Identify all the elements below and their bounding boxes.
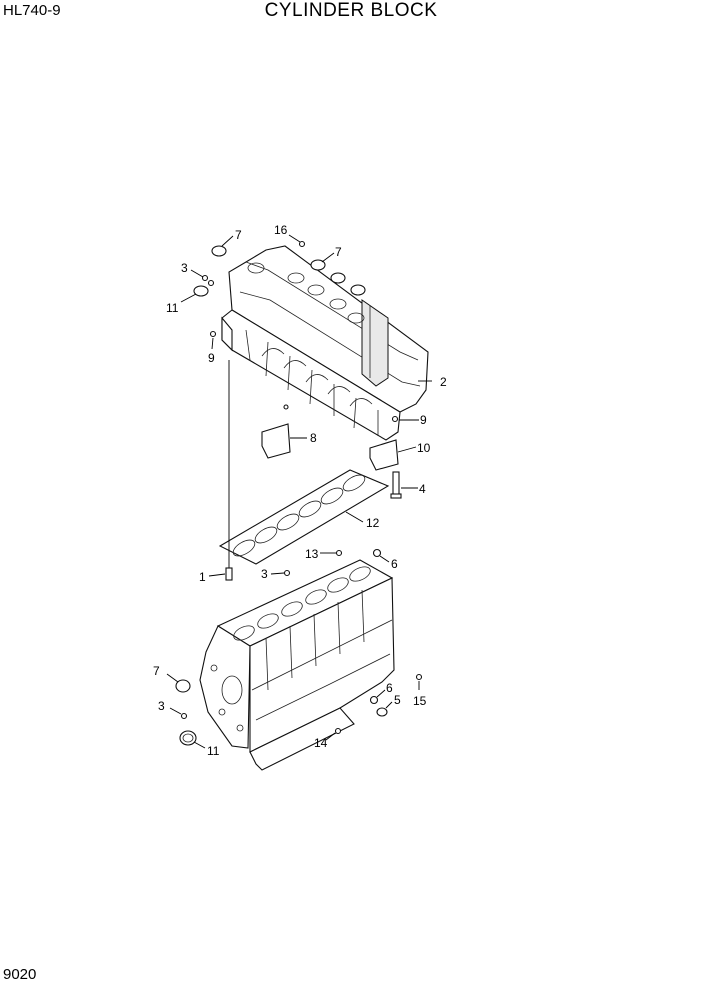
callout-12: 12 xyxy=(366,516,380,530)
o-ring-7-b xyxy=(330,272,346,284)
page-number: 9020 xyxy=(3,966,37,983)
plug-3-upper-b xyxy=(207,279,215,287)
callout-3: 3 xyxy=(181,261,188,275)
callout-7: 7 xyxy=(235,228,242,242)
plug-5 xyxy=(376,707,388,717)
seal-11-lower xyxy=(179,730,197,746)
dowel-1 xyxy=(225,567,233,581)
bolt-4 xyxy=(390,471,402,499)
plug-15 xyxy=(415,673,423,681)
callout-3: 3 xyxy=(158,699,165,713)
model-label: HL740-9 xyxy=(3,2,61,19)
bearing-cap-10 xyxy=(369,439,399,471)
cylinder-block-part xyxy=(199,559,395,771)
callout-9: 9 xyxy=(208,351,215,365)
plug-9-right xyxy=(391,415,399,423)
bearing-cap-8 xyxy=(261,423,291,459)
callout-11: 11 xyxy=(166,301,179,315)
callout-7: 7 xyxy=(153,664,160,678)
plug-13 xyxy=(335,549,343,557)
callout-7: 7 xyxy=(335,245,342,259)
page-title: CYLINDER BLOCK xyxy=(264,0,438,21)
leader-lines xyxy=(166,234,432,749)
plug-6-upper xyxy=(372,548,382,558)
callout-13: 13 xyxy=(305,547,319,561)
o-ring-7-c xyxy=(350,284,366,296)
plug-16 xyxy=(298,240,306,248)
callout-numbers: 7 16 7 3 11 9 2 9 8 10 4 12 1 3 13 6 7 3… xyxy=(153,223,447,758)
plug-3-mid xyxy=(283,569,291,577)
o-ring-7-a xyxy=(310,259,326,271)
callout-1: 1 xyxy=(199,570,206,584)
callout-14: 14 xyxy=(314,736,328,750)
head-gasket-12 xyxy=(218,469,390,565)
o-ring-7-upper xyxy=(211,245,227,257)
plug-6-lower xyxy=(369,695,379,705)
ladder-frame-part xyxy=(221,245,429,441)
cap-8-bolt xyxy=(283,404,289,410)
plug-3-lower xyxy=(180,712,188,720)
callout-6: 6 xyxy=(391,557,398,571)
callout-16: 16 xyxy=(274,223,288,237)
plug-14 xyxy=(334,727,342,735)
o-ring-7-lower xyxy=(175,679,191,693)
callout-4: 4 xyxy=(419,482,426,496)
callout-10: 10 xyxy=(417,441,431,455)
plug-9-left xyxy=(209,330,217,338)
callout-2: 2 xyxy=(440,375,447,389)
callout-3: 3 xyxy=(261,567,268,581)
o-ring-11-upper xyxy=(193,285,209,297)
callout-6: 6 xyxy=(386,681,393,695)
callout-9: 9 xyxy=(420,413,427,427)
callout-15: 15 xyxy=(413,694,427,708)
callout-8: 8 xyxy=(310,431,317,445)
callout-11: 11 xyxy=(207,744,220,758)
plug-3-upper-a xyxy=(201,274,209,282)
callout-5: 5 xyxy=(394,693,401,707)
